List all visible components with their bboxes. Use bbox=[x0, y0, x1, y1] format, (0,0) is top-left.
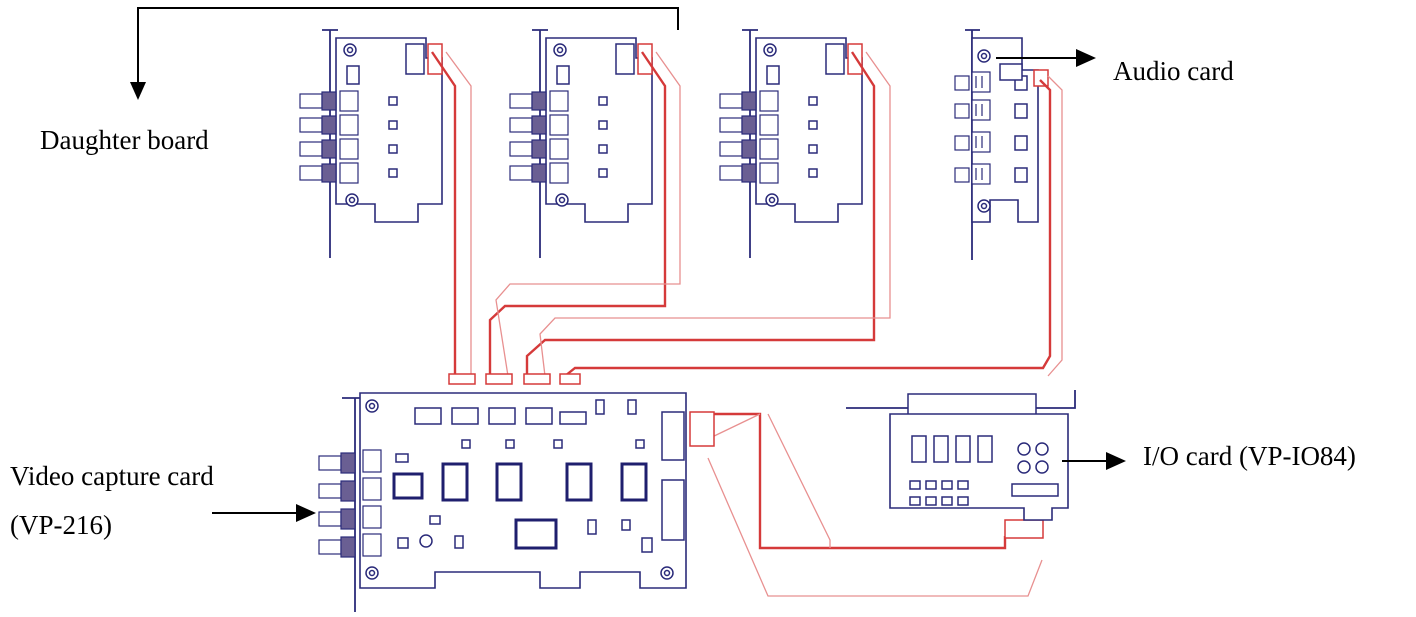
audio-card-arrow bbox=[996, 49, 1096, 67]
daughter-board-arrow bbox=[130, 7, 679, 100]
component bbox=[388, 168, 398, 178]
daughter-board-2 bbox=[509, 29, 653, 258]
bnc-connector bbox=[509, 165, 533, 181]
bnc-connector bbox=[299, 165, 323, 181]
component bbox=[808, 168, 818, 178]
audio-card bbox=[954, 29, 1049, 260]
bnc-connector bbox=[719, 93, 743, 109]
component bbox=[808, 96, 818, 106]
bnc-connector bbox=[509, 141, 533, 157]
board-outline bbox=[755, 37, 863, 223]
component bbox=[808, 120, 818, 130]
component bbox=[598, 96, 608, 106]
component bbox=[388, 120, 398, 130]
daughter-board-1 bbox=[299, 29, 443, 258]
io-card bbox=[846, 390, 1076, 521]
component bbox=[556, 65, 570, 85]
ribbon-plug bbox=[427, 43, 443, 75]
ribbon-cables bbox=[431, 51, 1063, 597]
audio-card-label: Audio card bbox=[1113, 56, 1234, 86]
bnc-connector bbox=[719, 141, 743, 157]
component bbox=[598, 144, 608, 154]
component bbox=[346, 65, 360, 85]
header-connector bbox=[615, 43, 635, 75]
component bbox=[598, 168, 608, 178]
header-connector bbox=[405, 43, 425, 75]
component bbox=[808, 144, 818, 154]
bnc-connector bbox=[719, 165, 743, 181]
header-connector bbox=[825, 43, 845, 75]
component bbox=[388, 96, 398, 106]
io-card-label: I/O card (VP-IO84) bbox=[1143, 441, 1356, 471]
board-outline bbox=[545, 37, 653, 223]
video-capture-card-model-label: (VP-216) bbox=[10, 510, 112, 540]
bnc-connector bbox=[509, 93, 533, 109]
bnc-connector bbox=[299, 117, 323, 133]
io-card-arrow bbox=[1062, 452, 1126, 470]
bnc-connector bbox=[719, 117, 743, 133]
board-outline bbox=[335, 37, 443, 223]
daughter-board-3 bbox=[719, 29, 863, 258]
video-capture-arrow bbox=[212, 504, 316, 522]
ribbon-plug bbox=[847, 43, 863, 75]
bnc-connector bbox=[509, 117, 533, 133]
component bbox=[388, 144, 398, 154]
daughter-board-label: Daughter board bbox=[40, 125, 209, 155]
bnc-connector bbox=[299, 93, 323, 109]
component bbox=[598, 120, 608, 130]
ribbon-plug bbox=[637, 43, 653, 75]
component bbox=[766, 65, 780, 85]
video-capture-card-label: Video capture card bbox=[10, 461, 214, 491]
bnc-connector bbox=[299, 141, 323, 157]
video-capture-card bbox=[318, 392, 687, 612]
